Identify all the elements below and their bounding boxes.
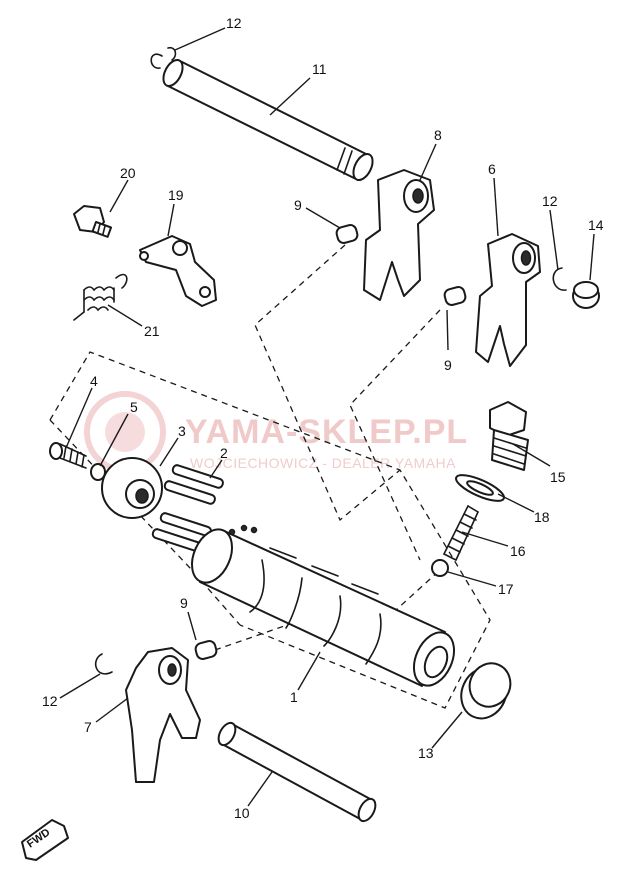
label-15: 15 xyxy=(550,469,566,485)
forward-arrow-icon xyxy=(21,819,69,861)
stopper-plug xyxy=(489,401,529,471)
label-4: 4 xyxy=(90,373,98,389)
label-21: 21 xyxy=(144,323,160,339)
label-9c: 9 xyxy=(180,595,188,611)
circlip-top xyxy=(150,46,177,69)
callout-labels: 12 11 8 6 12 14 9 9 20 19 21 4 5 3 2 15 … xyxy=(42,15,604,821)
bolt xyxy=(73,205,113,238)
return-spring xyxy=(73,273,128,321)
shift-fork-right xyxy=(475,233,541,367)
guide-bar-lower xyxy=(217,721,377,823)
forward-direction-badge: FWD xyxy=(21,819,69,861)
label-11: 11 xyxy=(312,61,327,77)
label-20: 20 xyxy=(120,165,136,181)
label-17: 17 xyxy=(498,581,514,597)
label-13: 13 xyxy=(418,745,434,761)
label-18: 18 xyxy=(534,509,550,525)
shift-fork-center xyxy=(363,169,435,301)
stopper-spring xyxy=(443,505,479,561)
label-1: 1 xyxy=(290,689,298,705)
label-9a: 9 xyxy=(294,197,302,213)
label-9b: 9 xyxy=(444,357,452,373)
label-6: 6 xyxy=(488,161,496,177)
segment xyxy=(101,457,163,519)
watermark-brand: YAMA-SKLEP.PL xyxy=(185,413,468,451)
label-19: 19 xyxy=(168,187,184,203)
shift-fork-left xyxy=(125,647,201,783)
screw xyxy=(49,442,87,469)
gasket xyxy=(455,474,505,502)
label-5: 5 xyxy=(130,399,138,415)
pin-route-right xyxy=(349,309,441,561)
circlip-right xyxy=(552,267,567,291)
watermark-logo-center xyxy=(105,412,145,452)
lock-washer xyxy=(90,463,106,481)
guide-pin-right xyxy=(443,286,467,306)
label-12b: 12 xyxy=(542,193,558,209)
label-2: 2 xyxy=(220,445,228,461)
pin-route-upper xyxy=(254,244,401,522)
assembly-box-outline xyxy=(49,351,491,709)
label-14: 14 xyxy=(588,217,604,233)
circlip-lower xyxy=(94,653,113,675)
watermark-subline: WOJCIECHOWICZ - DEALER YAMAHA xyxy=(190,455,456,471)
guide-bar-upper xyxy=(162,59,374,181)
detent-ball xyxy=(431,559,449,577)
dowel-pins xyxy=(151,464,224,553)
shift-arm xyxy=(139,235,217,307)
end-cap xyxy=(572,281,600,309)
watermark: YAMA-SKLEP.PL WOJCIECHOWICZ - DEALER YAM… xyxy=(84,391,468,473)
bearing xyxy=(460,662,512,720)
label-12a: 12 xyxy=(226,15,242,31)
label-3: 3 xyxy=(178,423,186,439)
label-7: 7 xyxy=(84,719,92,735)
shift-drum xyxy=(190,524,456,687)
leader-lines xyxy=(59,27,595,807)
guide-pin-upper xyxy=(335,224,359,244)
guide-pin-lower xyxy=(194,640,218,660)
label-8: 8 xyxy=(434,127,442,143)
label-16: 16 xyxy=(510,543,526,559)
label-12c: 12 xyxy=(42,693,58,709)
label-10: 10 xyxy=(234,805,250,821)
